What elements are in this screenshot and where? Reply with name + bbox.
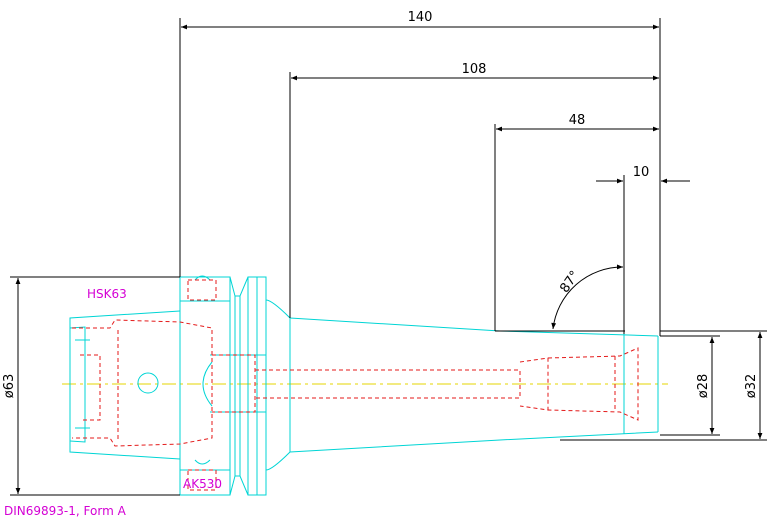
dim-108-text: 108 <box>462 62 487 77</box>
tool-holder-outline <box>69 275 659 496</box>
dim-28-text: ø28 <box>696 374 711 399</box>
flange-notch-top <box>194 275 211 281</box>
hsk-shank-step <box>75 339 90 429</box>
v-groove-bottom <box>229 475 249 496</box>
standard-label: DIN69893-1, Form A <box>4 504 127 518</box>
collar-label: AK530 <box>183 477 222 491</box>
hidden-clamp-step <box>519 357 549 411</box>
angle-arc <box>551 264 624 330</box>
dim-32-text: ø32 <box>744 374 759 399</box>
dim-10-text: 10 <box>633 165 650 180</box>
bore-arc <box>202 361 213 407</box>
dim-140-text: 140 <box>408 10 433 25</box>
taper-top-edge <box>289 317 659 337</box>
hidden-geometry <box>72 279 639 491</box>
hsk-label: HSK63 <box>87 287 127 301</box>
dim-63-text: ø63 <box>2 374 17 399</box>
collar-chamfer-top <box>265 299 291 319</box>
hsk-shank-inner <box>69 326 86 443</box>
flange-notch-bottom <box>194 459 211 465</box>
v-groove-top <box>229 276 249 297</box>
collar-chamfer-bottom <box>265 451 291 471</box>
hidden-bore-entry <box>212 354 256 413</box>
dim-48-text: 48 <box>569 113 586 128</box>
hidden-hsk-step <box>80 354 101 421</box>
hidden-key-top <box>187 279 217 301</box>
hidden-clamp-bore <box>547 347 639 421</box>
angle-text: 87° <box>557 268 583 295</box>
dimension-lines <box>10 18 767 496</box>
drive-hole <box>137 372 159 394</box>
hidden-hsk-cavity <box>72 319 213 447</box>
taper-bottom-edge <box>289 431 659 453</box>
hidden-key-bottom <box>187 469 217 491</box>
flange-body <box>179 276 231 496</box>
hsk-shank-outline <box>69 310 181 460</box>
